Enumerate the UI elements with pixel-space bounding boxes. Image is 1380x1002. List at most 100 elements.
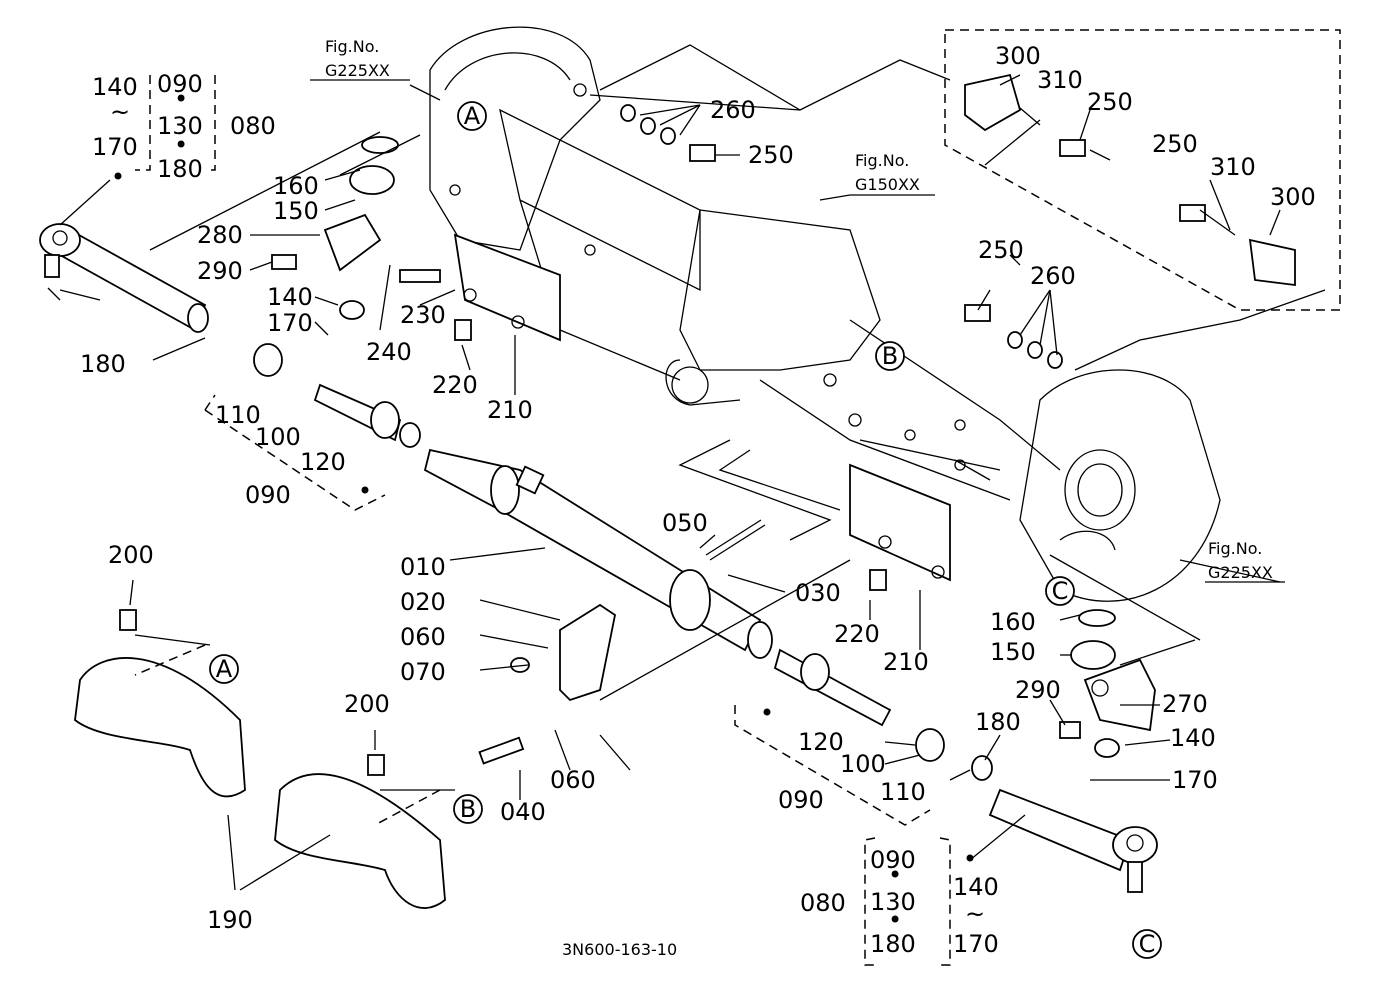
part-label: 300	[1270, 183, 1316, 211]
rod-end-left	[313, 383, 421, 448]
part-label: 170	[953, 930, 999, 958]
part-label: 200	[108, 541, 154, 569]
svg-text:B: B	[460, 795, 476, 823]
part-label: 260	[710, 96, 756, 124]
part-label: 180	[80, 350, 126, 378]
part-label: 060	[400, 623, 446, 651]
part-label: 210	[487, 396, 533, 424]
part-label: 310	[1037, 66, 1083, 94]
part-label: 020	[400, 588, 446, 616]
part-label: 170	[92, 133, 138, 161]
callout-c-top: C	[1045, 576, 1075, 606]
svg-text:A: A	[464, 102, 481, 130]
part-label: 100	[255, 423, 301, 451]
part-label: 230	[400, 301, 446, 329]
part-label: 180	[870, 930, 916, 958]
drawing-number: 3N600-163-10	[562, 940, 677, 959]
part-label: 250	[978, 236, 1024, 264]
part-label: 120	[300, 448, 346, 476]
part-label: 030	[795, 579, 841, 607]
tilde-symbol: ~	[110, 98, 130, 126]
part-label: 310	[1210, 153, 1256, 181]
bracket-a	[453, 233, 561, 342]
part-label: 200	[344, 690, 390, 718]
part-label: 130	[870, 888, 916, 916]
axle-housing	[429, 26, 1221, 602]
part-label: 220	[432, 371, 478, 399]
svg-text:C: C	[1139, 930, 1156, 958]
callout-b-top: B	[875, 341, 905, 371]
part-label: 150	[273, 197, 319, 225]
part-label: 140	[92, 73, 138, 101]
part-label: 040	[500, 798, 546, 826]
svg-text:C: C	[1052, 577, 1069, 605]
part-label: 010	[400, 553, 446, 581]
figref-g225-right-code: G225XX	[1208, 563, 1273, 582]
part-label: 240	[366, 338, 412, 366]
figref-g150-label: Fig.No.	[855, 151, 909, 170]
tilde-symbol: ~	[965, 900, 985, 928]
callout-a-top: A	[457, 101, 487, 131]
steering-cylinder	[423, 448, 773, 659]
group-dots	[114, 172, 974, 862]
part-label: 110	[215, 401, 261, 429]
svg-text:B: B	[882, 342, 898, 370]
part-label: 140	[953, 873, 999, 901]
part-label: 080	[800, 889, 846, 917]
part-label: 140	[267, 283, 313, 311]
dot-symbol: •	[174, 131, 188, 159]
cover-left	[74, 657, 246, 798]
part-label: 090	[870, 846, 916, 874]
part-label: 220	[834, 620, 880, 648]
part-label: 110	[880, 778, 926, 806]
knuckle-arm-right	[1083, 658, 1156, 732]
figref-g225-right-label: Fig.No.	[1208, 539, 1262, 558]
part-label: 120	[798, 728, 844, 756]
dot-symbol: •	[888, 861, 902, 889]
figref-g150-code: G150XX	[855, 175, 920, 194]
part-label: 170	[1172, 766, 1218, 794]
callout-a-cover: A	[209, 654, 239, 684]
figref-g225-top-label: Fig.No.	[325, 37, 379, 56]
tie-rod-left	[39, 223, 209, 333]
part-label: 070	[400, 658, 446, 686]
leader-lines	[47, 44, 1326, 891]
part-label: 280	[197, 221, 243, 249]
part-label: 090	[157, 70, 203, 98]
part-label: 130	[157, 112, 203, 140]
part-label: 180	[975, 708, 1021, 736]
part-label: 190	[207, 906, 253, 934]
part-label: 150	[990, 638, 1036, 666]
part-label: 250	[748, 141, 794, 169]
figref-g225-top-code: G225XX	[325, 61, 390, 80]
callout-c-bottom: C	[1132, 929, 1162, 959]
part-label: 160	[273, 172, 319, 200]
group-outlines	[134, 29, 1341, 966]
part-label: 250	[1152, 130, 1198, 158]
part-label: 080	[230, 112, 276, 140]
cover-right	[274, 773, 446, 909]
part-label: 060	[550, 766, 596, 794]
rod-end-right	[773, 648, 892, 727]
part-label: 090	[245, 481, 291, 509]
part-label: 160	[990, 608, 1036, 636]
part-label: 180	[157, 155, 203, 183]
part-label: 090	[778, 786, 824, 814]
part-label: 210	[883, 648, 929, 676]
part-label: 270	[1162, 690, 1208, 718]
part-label: 260	[1030, 262, 1076, 290]
tie-rod-right	[988, 788, 1158, 893]
part-label: 250	[1087, 88, 1133, 116]
part-labels: 140 ~ 170 090 • 130 • 180 080 160 150 28…	[80, 42, 1316, 958]
part-label: 300	[995, 42, 1041, 70]
part-label: 050	[662, 509, 708, 537]
fasteners	[119, 73, 1296, 781]
svg-text:A: A	[216, 655, 233, 683]
part-label: 290	[1015, 676, 1061, 704]
callout-b-cover: B	[453, 794, 483, 824]
dot-symbol: •	[174, 85, 188, 113]
part-label: 170	[267, 309, 313, 337]
bracket-b	[849, 463, 951, 582]
